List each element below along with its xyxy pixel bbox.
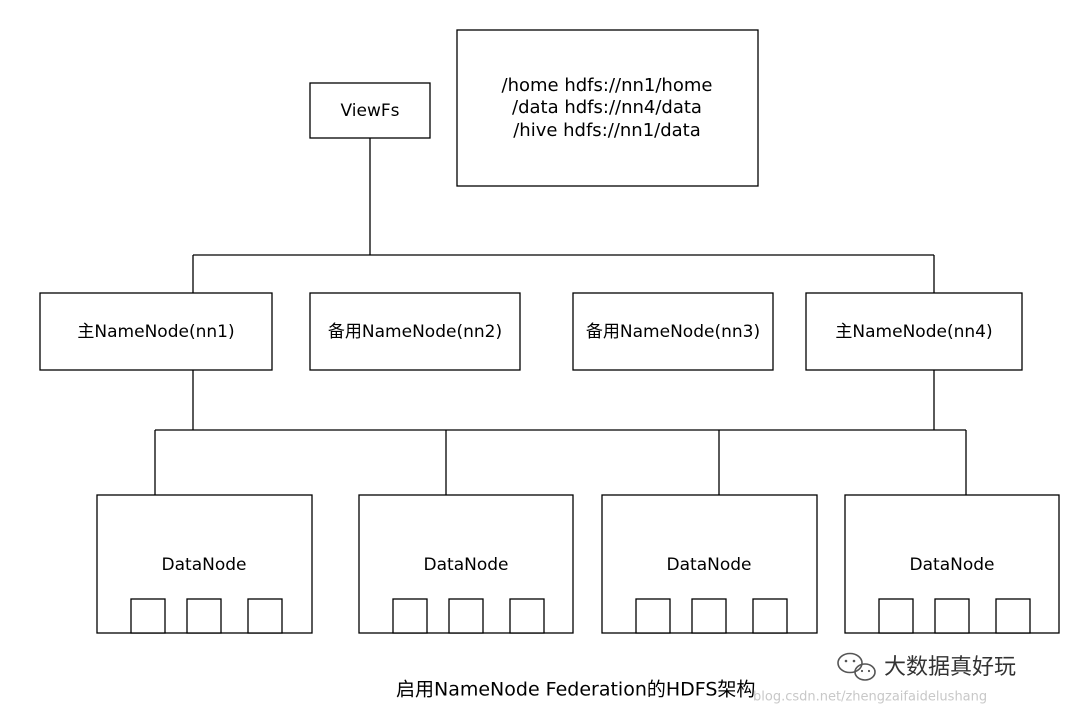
mount-table: /home hdfs://nn1/home /data hdfs://nn4/d… <box>456 29 759 187</box>
data-block <box>995 598 1031 634</box>
namenode-label: 主NameNode(nn4) <box>835 322 992 342</box>
data-block <box>130 598 166 634</box>
data-block <box>392 598 428 634</box>
data-block <box>752 598 788 634</box>
mount-line-2: /data hdfs://nn4/data <box>512 97 702 118</box>
datanode-1: DataNode <box>96 494 313 634</box>
watermark: 大数据真好玩 blog.csdn.net/zhengzaifaidelushan… <box>753 652 1016 705</box>
mount-table-box <box>456 29 759 187</box>
watermark-url: blog.csdn.net/zhengzaifaidelushang <box>753 690 987 705</box>
namenode-1: 主NameNode(nn1) <box>39 292 273 371</box>
datanode-2: DataNode <box>358 494 574 634</box>
data-block <box>691 598 727 634</box>
data-block <box>635 598 671 634</box>
datanode-3: DataNode <box>601 494 818 634</box>
namenode-box <box>39 292 273 371</box>
namenode-box <box>309 292 521 371</box>
datanode-label: DataNode <box>667 555 752 575</box>
data-block <box>934 598 970 634</box>
data-block <box>509 598 545 634</box>
data-block <box>247 598 283 634</box>
viewfs-node: ViewFs <box>309 82 431 139</box>
wechat-icon <box>837 652 876 681</box>
watermark-account: 大数据真好玩 <box>884 655 1016 680</box>
namenode-box <box>572 292 774 371</box>
namenode-box <box>805 292 1023 371</box>
datanode-label: DataNode <box>910 555 995 575</box>
connectors <box>154 138 967 495</box>
mount-line-3: /hive hdfs://nn1/data <box>513 120 701 141</box>
diagram-caption: 启用NameNode Federation的HDFS架构 <box>396 679 755 701</box>
namenode-label: 主NameNode(nn1) <box>77 322 234 342</box>
namenode-label: 备用NameNode(nn2) <box>328 322 502 342</box>
viewfs-box <box>309 82 431 139</box>
namenode-3: 备用NameNode(nn3) <box>572 292 774 371</box>
namenode-4: 主NameNode(nn4) <box>805 292 1023 371</box>
datanode-label: DataNode <box>424 555 509 575</box>
datanode-4: DataNode <box>844 494 1060 634</box>
datanode-label: DataNode <box>162 555 247 575</box>
viewfs-label: ViewFs <box>341 101 400 121</box>
namenode-2: 备用NameNode(nn2) <box>309 292 521 371</box>
data-block <box>448 598 484 634</box>
namenode-label: 备用NameNode(nn3) <box>586 322 760 342</box>
data-block <box>186 598 222 634</box>
data-block <box>878 598 914 634</box>
mount-line-1: /home hdfs://nn1/home <box>502 75 713 96</box>
